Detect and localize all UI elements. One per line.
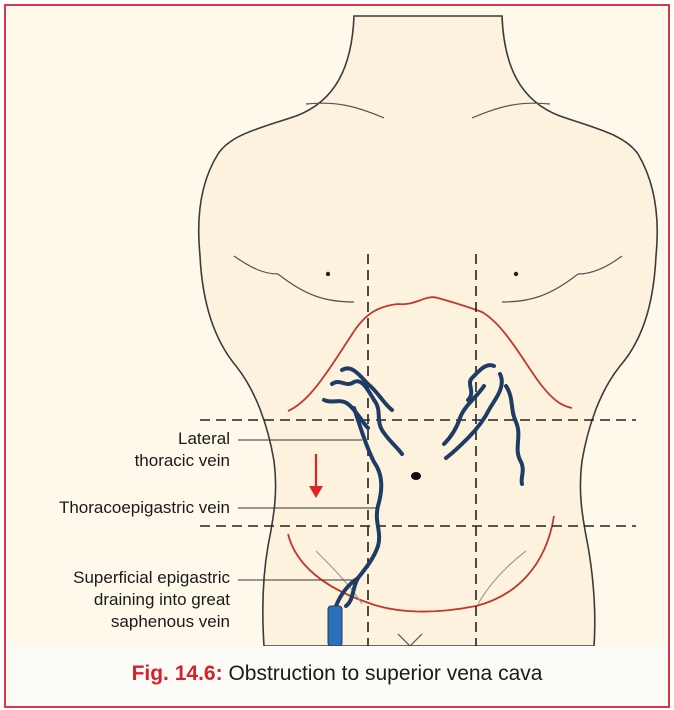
caption-text: Obstruction to superior vena cava: [228, 662, 542, 685]
great-saphenous-vein: [328, 606, 342, 646]
torso-diagram: [6, 6, 668, 646]
nipple-right: [514, 272, 518, 276]
figure-number: Fig. 14.6:: [132, 662, 223, 685]
label-superficial-epigastric-vein: Superficial epigastric draining into gre…: [73, 567, 230, 633]
figure-caption: Fig. 14.6: Obstruction to superior vena …: [6, 662, 668, 686]
label-thoracoepigastric-vein: Thoracoepigastric vein: [59, 497, 230, 519]
label-lateral-thoracic-vein: Lateral thoracic vein: [135, 428, 230, 472]
umbilicus: [411, 472, 421, 480]
torso-outline: [199, 16, 658, 646]
nipple-left: [326, 272, 330, 276]
figure-frame: Lateral thoracic vein Thoracoepigastric …: [4, 4, 670, 708]
